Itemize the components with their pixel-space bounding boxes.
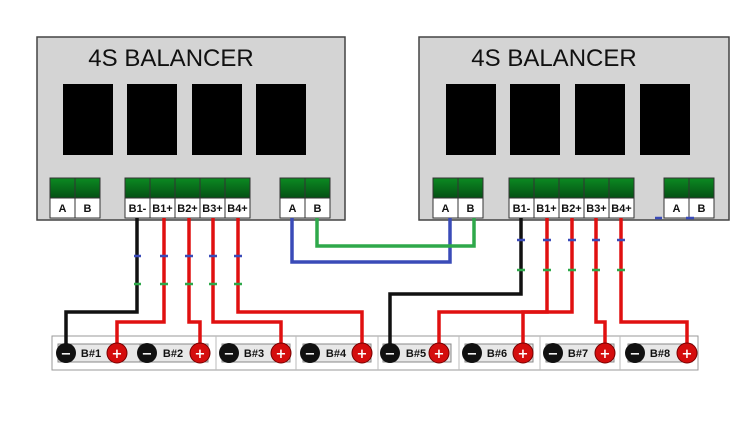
module-2-display-2 [510,84,560,155]
battery-3-negative-terminal [219,343,239,363]
wire-comm-a [290,218,452,264]
wire-right-b1-neg [388,218,523,352]
battery-4-negative-terminal [300,343,320,363]
svg-text:−: − [224,347,235,362]
wire-left-b2-pos [187,218,202,352]
svg-text:−: − [467,347,478,362]
svg-text:+: + [112,347,123,362]
module-1-terminal-block: A B B1- B1+ B2+ B3+ B4+ A B [49,177,331,219]
module-1-display-3 [192,84,242,155]
wire-left-b1-neg [64,218,139,352]
wire-right-b4-pos [619,218,689,352]
battery-7-negative-terminal [543,343,563,363]
svg-text:+: + [276,347,287,362]
wire-left-b1-pos [115,218,166,352]
svg-text:−: − [61,347,72,362]
wire-right-b2-pos [521,218,574,352]
battery-1-positive-terminal [106,342,128,364]
battery-8-positive-terminal [676,342,698,364]
balancer-module-2: 4S BALANCER A B B1- B1+ B2+ B3+ B4 [418,36,730,221]
module-2-terminal-b: B [467,203,475,215]
module-1-terminal-b1-pos: B1+ [152,203,173,215]
wires [64,218,689,352]
battery-cell-5: − B#5 + [380,342,452,364]
module-2-display-3 [575,84,625,155]
module-1-terminal-b4-pos: B4+ [227,203,248,215]
battery-1-label: B#1 [81,348,101,360]
battery-cell-4: − B#4 + [300,342,373,364]
wire-right-b1-pos [437,218,549,352]
module-1-display-4 [256,84,306,155]
wire-left-b3-pos [211,218,283,352]
module-1-display-2 [127,84,177,155]
module-2-terminal-block: A B B1- B1+ B2+ B3+ B4+ A B [432,177,715,219]
module-2-terminal-a: A [442,203,450,215]
battery-7-label: B#7 [568,348,588,360]
battery-cell-6: − B#6 + [462,342,534,364]
svg-text:−: − [385,347,396,362]
svg-text:−: − [548,347,559,362]
svg-text:+: + [357,347,368,362]
module-2-terminal-b1-pos: B1+ [536,203,557,215]
battery-7-positive-terminal [594,342,616,364]
module-2-terminal-b2-pos: B2+ [561,203,582,215]
module-1-title: 4S BALANCER [88,45,253,72]
module-1-terminal-a: A [59,203,67,215]
module-2-title: 4S BALANCER [471,45,636,72]
module-1-terminal-b1-neg: B1- [129,203,147,215]
module-2-terminal-b3-pos: B3+ [586,203,607,215]
svg-text:+: + [600,347,611,362]
battery-8-label: B#8 [650,348,670,360]
battery-2-positive-terminal [189,342,211,364]
module-1-terminal-a2: A [289,203,297,215]
battery-2-label: B#2 [163,348,183,360]
module-2-terminal-b4-pos: B4+ [611,203,632,215]
module-2-terminal-b1-neg: B1- [513,203,531,215]
module-1-terminal-b2-pos: B2+ [177,203,198,215]
module-2-terminal-a2: A [673,203,681,215]
battery-3-label: B#3 [244,348,264,360]
battery-2-negative-terminal [137,343,157,363]
battery-1-negative-terminal [56,343,76,363]
wire-right-b3-pos [594,218,607,352]
battery-4-label: B#4 [326,348,347,360]
battery-cell-2: − B#2 + [137,342,211,364]
battery-3-positive-terminal [270,342,292,364]
module-1-terminal-b2: B [314,203,322,215]
battery-4-positive-terminal [351,342,373,364]
module-2-display-4 [640,84,690,155]
battery-8-negative-terminal [625,343,645,363]
module-2-terminal-b2: B [698,203,706,215]
wire-markers [134,216,694,286]
battery-6-negative-terminal [462,343,482,363]
wire-comm-b [315,218,476,248]
svg-text:+: + [518,347,529,362]
svg-text:−: − [630,347,641,362]
module-2-display-1 [446,84,496,155]
module-1-terminal-b3-pos: B3+ [202,203,223,215]
battery-cell-8: − B#8 + [625,342,698,364]
wire-left-b4-pos [236,218,364,352]
battery-5-positive-terminal [428,342,450,364]
svg-text:−: − [142,347,153,362]
svg-text:+: + [682,347,693,362]
battery-cell-7: − B#7 + [543,342,616,364]
module-1-display-1 [63,84,113,155]
battery-6-label: B#6 [487,348,507,360]
svg-text:+: + [434,347,445,362]
battery-6-positive-terminal [512,342,534,364]
module-1-terminal-b: B [84,203,92,215]
battery-5-label: B#5 [406,348,426,360]
svg-text:+: + [195,347,206,362]
battery-5-negative-terminal [380,343,400,363]
battery-cell-3: − B#3 + [219,342,292,364]
svg-text:−: − [305,347,316,362]
balancer-module-1: 4S BALANCER A B B1- B1+ B2+ [36,36,346,221]
